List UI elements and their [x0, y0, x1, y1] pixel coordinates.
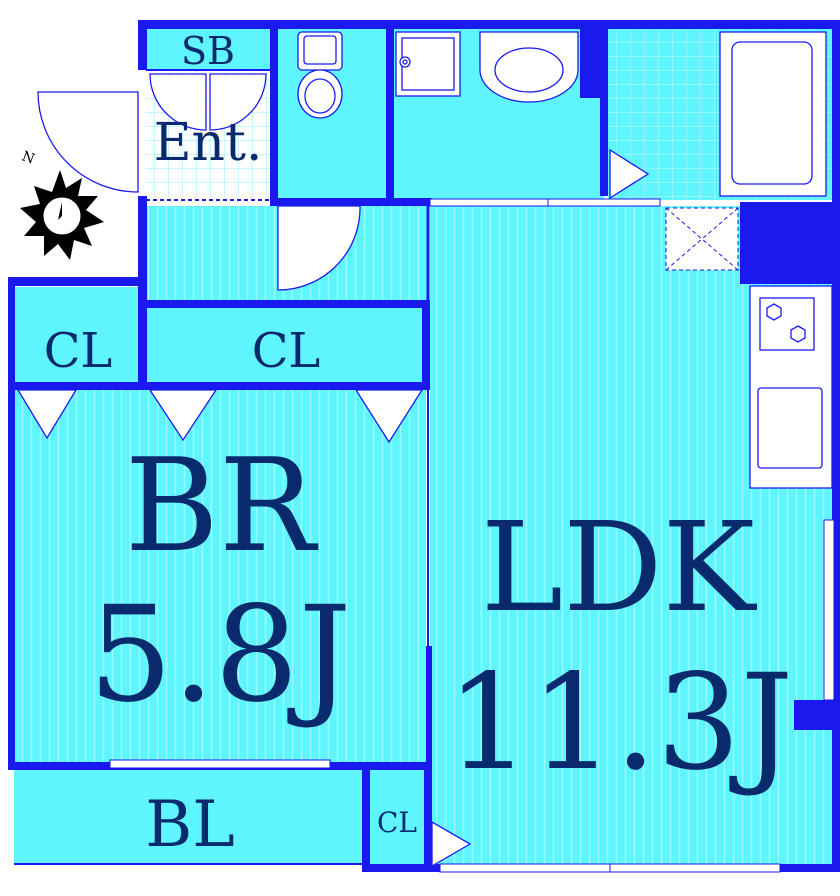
washer-pan-icon: [395, 31, 461, 97]
hall-door-swing: [277, 205, 361, 291]
walls: [8, 20, 840, 872]
balcony-floor: [14, 768, 362, 864]
ldk-label: LDK: [481, 496, 758, 640]
closet-bottom-label: CL: [377, 806, 417, 839]
sb-label: SB: [181, 29, 235, 73]
room-labels: SB Ent. CL CL BR 5.8J LDK 11.3J BL CL: [44, 29, 794, 862]
entrance-door-swing: [37, 91, 139, 193]
toilet-icon: [297, 31, 343, 119]
closet-left-label: CL: [44, 323, 113, 379]
washbasin-icon: [479, 31, 579, 103]
closet-hall-floor: [146, 308, 424, 383]
closet-bottom-floor: [370, 768, 426, 864]
closet-hall-label: CL: [252, 323, 321, 379]
stove-icon: [759, 297, 815, 351]
closet-left-floor: [14, 287, 138, 383]
sb-double-door: [149, 73, 267, 131]
closet-door-1: [16, 389, 78, 440]
bathtub-icon: [719, 31, 827, 197]
thin-lines: [14, 69, 430, 865]
north-label: N: [20, 148, 37, 167]
bath-door: [609, 148, 650, 200]
bottom-closet-door: [431, 820, 472, 868]
closet-door-3: [354, 389, 424, 444]
sink-icon: [757, 387, 823, 469]
bedroom-label: BR: [125, 432, 319, 581]
bedroom-floor: [14, 390, 426, 762]
bedroom-size: 5.8J: [89, 578, 352, 732]
balcony-label: BL: [145, 788, 235, 862]
windows: [109, 198, 835, 873]
sb-floor: [146, 28, 272, 70]
doors: [16, 73, 650, 868]
entrance-label: Ent.: [154, 113, 263, 173]
closet-door-2: [148, 389, 218, 442]
ldk-size: 11.3J: [447, 646, 794, 800]
compass-rose-icon: N: [20, 148, 104, 260]
refrigerator-space-icon: [665, 207, 739, 271]
